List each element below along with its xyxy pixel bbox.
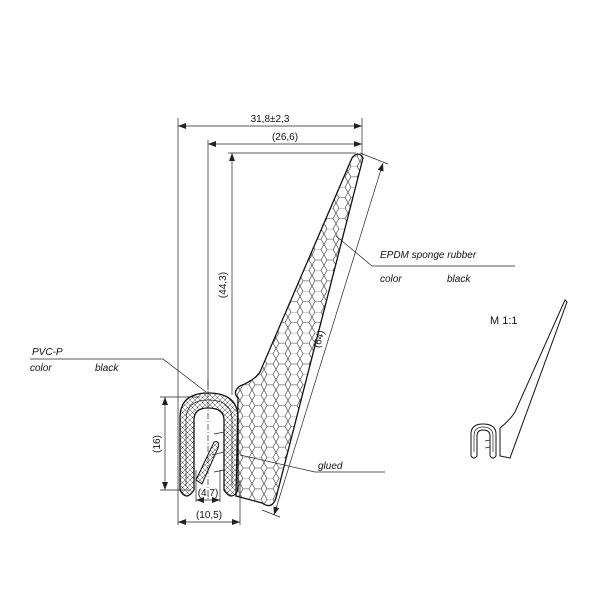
epdm-sponge-flap	[234, 153, 364, 507]
pvc-color-value: black	[95, 363, 119, 374]
dimension-flap-width: (26,6)	[207, 132, 362, 390]
epdm-callout: EPDM sponge rubber color black	[335, 235, 515, 285]
flap-width-label: (26,6)	[272, 132, 298, 143]
flap-height-label: (44,3)	[218, 272, 229, 298]
glued-label: glued	[318, 461, 343, 472]
dimension-flap-height: (44,3)	[218, 152, 356, 395]
pvc-material-label: PVC-P	[32, 347, 63, 358]
scale-label: M 1:1	[490, 315, 518, 327]
pvc-clip	[179, 392, 239, 497]
overall-width-label: 31,8±2,3	[251, 114, 290, 125]
dimension-overall-width: 31,8±2,3	[177, 114, 363, 525]
pvc-callout: PVC-P color black	[30, 347, 207, 393]
clip-height-label: (16)	[152, 435, 163, 453]
clip-width-label: (10,5)	[196, 510, 222, 521]
epdm-material-label: EPDM sponge rubber	[380, 250, 477, 261]
epdm-color-value: black	[447, 274, 471, 285]
glued-callout: glued	[239, 454, 385, 473]
scale-1-1-profile	[470, 299, 568, 459]
epdm-color-label: color	[380, 274, 402, 285]
pvc-color-label: color	[30, 363, 52, 374]
